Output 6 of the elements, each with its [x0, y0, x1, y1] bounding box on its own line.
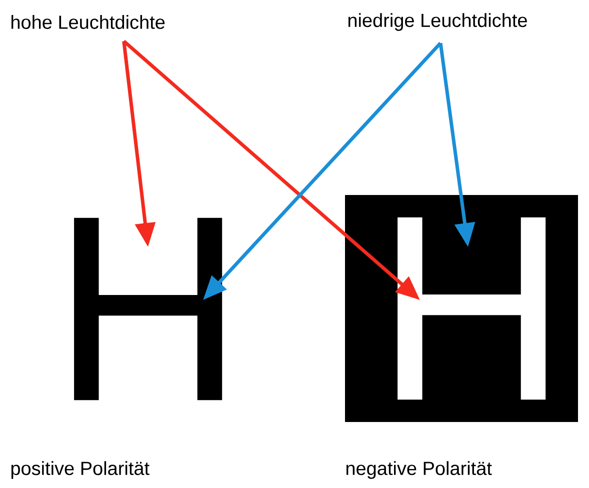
heading-text: niedrige Leuchtdichte — [348, 13, 527, 31]
letter-glyph: H — [74, 218, 222, 400]
caption-text: negative Polarität — [346, 461, 492, 479]
caption-text: positive Polarität — [11, 461, 150, 479]
heading-text: hohe Leuchtdichte — [12, 15, 165, 29]
inverted-letter-box: H — [345, 195, 578, 422]
